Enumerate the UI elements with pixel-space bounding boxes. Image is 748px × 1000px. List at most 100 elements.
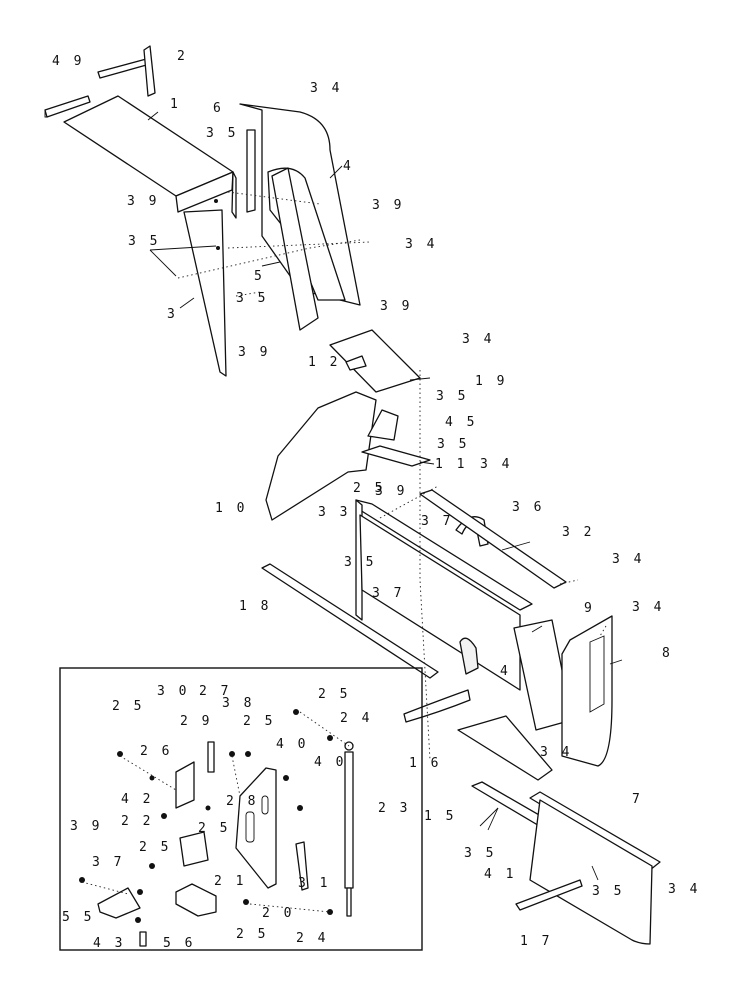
- callout-35: 3 5: [436, 389, 468, 404]
- callout-27: 2 7: [199, 684, 231, 699]
- part-3-side-panel: [183, 209, 227, 377]
- callout-38: 3 8: [222, 696, 254, 711]
- callout-35: 3 5: [437, 437, 469, 452]
- callout-3: 3: [167, 307, 178, 322]
- callout-10: 1 0: [215, 501, 247, 516]
- callout-45: 4 5: [445, 415, 477, 430]
- part-20-bracket-plate: [235, 767, 277, 889]
- leader-lines: [147, 111, 623, 881]
- callout-23: 2 3: [378, 801, 410, 816]
- callout-11: 1 1: [435, 457, 467, 472]
- callout-34: 3 4: [612, 552, 644, 567]
- callout-40: 4 0: [314, 755, 346, 770]
- callout-35: 3 5: [344, 555, 376, 570]
- callout-4: 4: [343, 159, 354, 174]
- part-27-pin: [207, 741, 215, 773]
- callout-6: 6: [213, 101, 224, 116]
- part-6-strip: [246, 129, 256, 213]
- callout-25: 2 5: [198, 821, 230, 836]
- part-21-latch: [175, 883, 217, 917]
- part-10-panel: [265, 391, 377, 521]
- alignment-lines: [177, 191, 607, 761]
- curved-strip: [403, 689, 471, 723]
- part-26-block: [175, 761, 195, 809]
- part-18-strip: [261, 563, 439, 679]
- callout-35: 3 5: [592, 884, 624, 899]
- callout-26: 2 6: [140, 744, 172, 759]
- part-17-bar: [515, 879, 583, 911]
- callout-34: 3 4: [668, 882, 700, 897]
- callout-25: 2 5: [243, 714, 275, 729]
- callout-24: 2 4: [340, 711, 372, 726]
- part-8-curved-side: [561, 615, 613, 767]
- callout-49: 4 9: [52, 54, 84, 69]
- callout-19: 1 9: [475, 374, 507, 389]
- callout-35: 3 5: [206, 126, 238, 141]
- callout-25: 2 5: [318, 687, 350, 702]
- part-5-strip: [271, 167, 319, 331]
- callout-30: 3 0: [157, 684, 189, 699]
- callout-24: 2 4: [296, 931, 328, 946]
- callout-25: 2 5: [236, 927, 268, 942]
- callout-37: 3 7: [372, 586, 404, 601]
- part-22-bracket: [179, 831, 209, 867]
- part-2-bracket: [97, 45, 156, 97]
- part-49-bracket: [44, 95, 91, 118]
- callout-28: 2 8: [226, 794, 258, 809]
- part-56-pin: [139, 931, 147, 947]
- callout-labels: 4 9 2 1 6 3 4 3 5 4 3 9 3 9 3 5 3 4 5 3 …: [52, 49, 700, 951]
- part-31-bolt: [295, 841, 309, 891]
- inset-fasteners: [79, 709, 333, 923]
- callout-16: 1 6: [409, 756, 441, 771]
- callout-37: 3 7: [421, 514, 453, 529]
- callout-42: 4 2: [121, 792, 153, 807]
- part-45-bracket: [367, 409, 399, 441]
- part-11-strip: [361, 445, 431, 467]
- callout-29: 2 9: [180, 714, 212, 729]
- callout-39: 3 9: [372, 198, 404, 213]
- callout-35: 3 5: [128, 234, 160, 249]
- callout-25: 2 5: [353, 481, 385, 496]
- part-16-plate: [457, 715, 553, 781]
- callout-41: 4 1: [484, 867, 516, 882]
- callout-32: 3 2: [562, 525, 594, 540]
- callout-25: 2 5: [112, 699, 144, 714]
- callout-20: 2 0: [262, 906, 294, 921]
- callout-39: 3 9: [127, 194, 159, 209]
- callout-4: 4: [500, 664, 511, 679]
- callout-55: 5 5: [62, 910, 94, 925]
- callout-34: 3 4: [480, 457, 512, 472]
- part-1-top-panel: [63, 95, 237, 219]
- part-7-panel: [529, 791, 661, 945]
- callout-34: 3 4: [632, 600, 664, 615]
- callout-39: 3 9: [70, 819, 102, 834]
- callout-22: 2 2: [121, 814, 153, 829]
- callout-39: 3 9: [380, 299, 412, 314]
- part-33-box-frame: [355, 499, 533, 691]
- part-19-plate: [329, 329, 421, 393]
- callout-15: 1 5: [424, 809, 456, 824]
- callout-35: 3 5: [464, 846, 496, 861]
- callout-37: 3 7: [92, 855, 124, 870]
- callout-34: 3 4: [405, 237, 437, 252]
- callout-5: 5: [254, 269, 265, 284]
- callout-31: 3 1: [298, 876, 330, 891]
- inset-alignment-lines: [81, 711, 350, 913]
- callout-34: 3 4: [462, 332, 494, 347]
- callout-34: 3 4: [540, 745, 572, 760]
- part-23-gas-strut: [344, 741, 354, 917]
- part-55-plate: [97, 887, 141, 919]
- callout-17: 1 7: [520, 934, 552, 949]
- callout-40: 4 0: [276, 737, 308, 752]
- callout-21: 2 1: [214, 874, 246, 889]
- callout-35: 3 5: [236, 291, 268, 306]
- callout-1: 1: [170, 97, 181, 112]
- callout-33: 3 3: [318, 505, 350, 520]
- detail-inset: [59, 667, 423, 951]
- callout-43: 4 3: [93, 936, 125, 951]
- callout-39: 3 9: [238, 345, 270, 360]
- callout-25: 2 5: [139, 840, 171, 855]
- callout-7: 7: [632, 792, 643, 807]
- callout-36: 3 6: [512, 500, 544, 515]
